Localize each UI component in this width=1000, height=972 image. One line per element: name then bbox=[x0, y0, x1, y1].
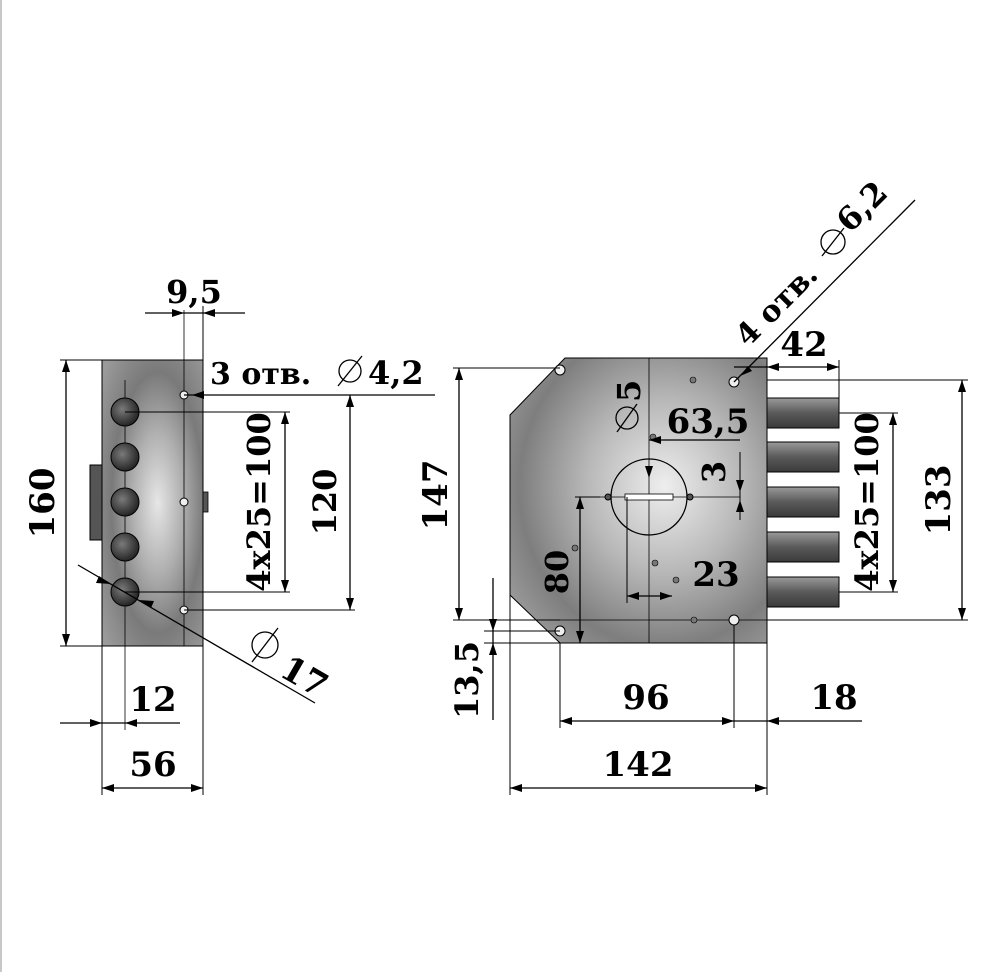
side-dim-width: 56 bbox=[129, 745, 176, 785]
key-pin bbox=[604, 493, 612, 501]
front-dim-right-height: 133 bbox=[919, 465, 959, 536]
front-key-diameter: 5 bbox=[610, 380, 648, 402]
front-dim-key-height: 80 bbox=[538, 550, 576, 595]
front-dim-bottom-offset: 13,5 bbox=[448, 641, 486, 719]
front-bolt bbox=[766, 486, 840, 518]
front-bolt bbox=[766, 397, 840, 429]
side-dim-hole-spacing: 4x25=100 bbox=[240, 412, 278, 591]
frame-border bbox=[0, 0, 2, 972]
front-dim-key-span: 23 bbox=[692, 555, 739, 595]
front-dim-width: 142 bbox=[603, 745, 674, 785]
side-tab bbox=[89, 464, 103, 541]
front-dim-bolt-length: 18 bbox=[810, 678, 857, 718]
key-pin bbox=[686, 493, 694, 501]
side-dim-bolt-offset: 12 bbox=[129, 680, 176, 720]
front-dim-small-offset: 3 bbox=[695, 461, 733, 483]
side-holes-diameter: 4,2 bbox=[368, 354, 424, 392]
front-dim-height: 147 bbox=[416, 460, 456, 531]
front-small-hole bbox=[689, 376, 697, 384]
front-bolt bbox=[766, 531, 840, 563]
front-mount-hole bbox=[554, 364, 566, 376]
diameter-icon bbox=[615, 403, 639, 433]
diameter-icon bbox=[820, 227, 846, 257]
diameter-icon bbox=[251, 627, 279, 663]
side-bolt-diameter: 17 bbox=[274, 648, 335, 706]
front-mount-hole bbox=[728, 614, 740, 626]
front-bolt bbox=[766, 576, 840, 608]
side-view: 9,5 3 отв. 4,2 160 4x25=100 120 bbox=[23, 273, 435, 795]
key-slot bbox=[624, 493, 674, 501]
front-bolt bbox=[766, 441, 840, 473]
side-holes-label: 3 отв. bbox=[210, 357, 311, 392]
diameter-icon bbox=[337, 355, 363, 387]
front-dim-bolt-spacing: 4x25=100 bbox=[848, 412, 886, 591]
front-small-hole bbox=[690, 616, 698, 624]
front-dim-key-offset: 63,5 bbox=[667, 402, 750, 442]
side-bolt-hole bbox=[110, 442, 140, 472]
front-view: 4 отв. 6,2 42 5 63,5 3 23 bbox=[416, 173, 968, 795]
side-bolt-hole bbox=[110, 487, 140, 517]
front-dim-hole-spacing: 96 bbox=[622, 678, 669, 718]
side-mount-hole bbox=[179, 497, 189, 507]
side-dim-top-offset: 9,5 bbox=[166, 273, 222, 311]
side-dim-span: 120 bbox=[306, 469, 344, 536]
front-small-hole bbox=[672, 576, 680, 584]
front-small-hole bbox=[651, 559, 659, 567]
front-small-hole bbox=[571, 544, 579, 552]
side-pin bbox=[202, 491, 209, 513]
side-dim-height: 160 bbox=[23, 468, 63, 539]
side-bolt-hole bbox=[110, 532, 140, 562]
front-dim-bolt-extension: 42 bbox=[780, 325, 827, 365]
